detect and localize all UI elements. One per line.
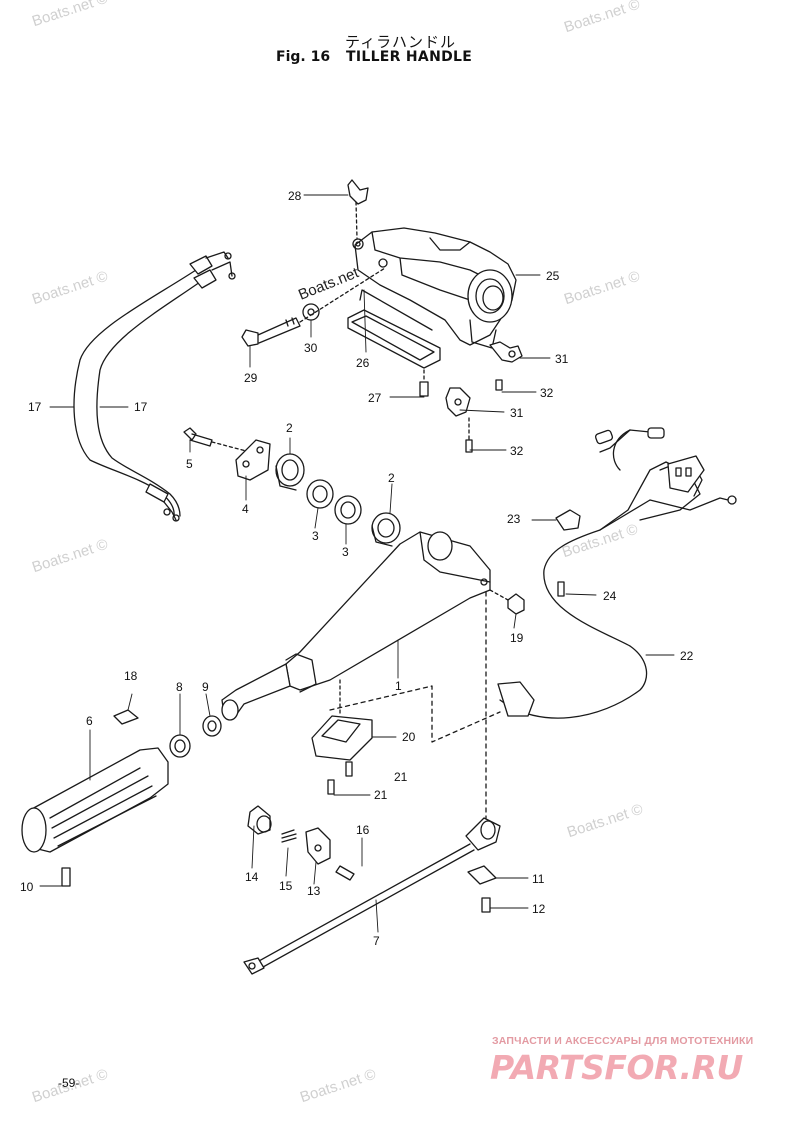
callout-3b: 3 (342, 545, 349, 559)
callout-12: 12 (532, 902, 546, 916)
callout-19: 19 (510, 631, 524, 645)
screw-part-21b (327, 779, 335, 795)
bolt-part-27 (419, 381, 429, 397)
screw-part-21 (345, 761, 353, 777)
callout-13: 13 (307, 884, 321, 898)
holder-part-13 (305, 827, 331, 865)
japanese-title: ティラハンドル (345, 33, 456, 51)
callout-10: 10 (20, 880, 34, 894)
bushing-part-2b (371, 512, 401, 547)
bolt-part-32b (465, 439, 473, 453)
screw-part-10 (61, 867, 71, 887)
washer-part-3 (306, 479, 334, 509)
bracket-part-25 (352, 227, 517, 349)
grommet (378, 258, 388, 268)
tiller-handle-part-1 (221, 531, 491, 721)
stop-cable-part-7 (243, 817, 501, 975)
callout-7: 7 (373, 934, 380, 948)
callout-17: 17 (28, 400, 42, 414)
plate-part-4 (235, 439, 271, 481)
figure-title: TILLER HANDLE (346, 49, 473, 65)
callout-24: 24 (603, 589, 617, 603)
wire-harness-part-22 (497, 427, 737, 719)
callout-32: 32 (540, 386, 554, 400)
throttle-cables-part-17 (73, 251, 236, 522)
callout-15: 15 (279, 879, 293, 893)
callout-3: 3 (312, 529, 319, 543)
callout-32b: 32 (510, 444, 524, 458)
spring-part-15 (281, 829, 297, 843)
callout-31: 31 (555, 352, 569, 366)
callout-9: 9 (202, 680, 209, 694)
collar-part-8 (169, 734, 191, 758)
callout-31b: 31 (510, 406, 524, 420)
bolt-part-32 (495, 379, 503, 391)
figure-number: Fig. 16 (276, 49, 331, 65)
washer-part-3b (334, 495, 362, 525)
screw-part-12 (481, 897, 491, 913)
callout-29: 29 (244, 371, 258, 385)
callout-4: 4 (242, 502, 249, 516)
screw-part-24 (557, 581, 565, 597)
plate-part-26 (347, 289, 441, 369)
callout-5: 5 (186, 457, 193, 471)
callout-26: 26 (356, 356, 370, 370)
brand-logo: PARTSFOR.RU (490, 1048, 743, 1087)
callout-14: 14 (245, 870, 259, 884)
callout-22: 22 (680, 649, 694, 663)
box-part-20 (311, 679, 373, 761)
clip-part-11 (467, 865, 497, 885)
callout-30: 30 (304, 341, 318, 355)
page-number: -59- (58, 1076, 80, 1090)
callout-25: 25 (546, 269, 560, 283)
callout-17b: 17 (134, 400, 148, 414)
callout-20: 20 (402, 730, 416, 744)
callout-6: 6 (86, 714, 93, 728)
clamp-part-31 (489, 341, 523, 363)
callout-27: 27 (368, 391, 382, 405)
knob-part-14 (247, 805, 272, 835)
callout-1: 1 (395, 679, 402, 693)
callout-2: 2 (286, 421, 293, 435)
callout-21: 21 (394, 770, 408, 784)
clamp-part-23 (555, 509, 581, 531)
callout-11: 11 (532, 872, 545, 886)
callout-23: 23 (507, 512, 521, 526)
sticker-part-18 (113, 709, 139, 725)
switch-part-19 (507, 593, 525, 615)
bolt-part-29 (241, 317, 301, 347)
bushing-part-2 (275, 453, 305, 491)
callout-8: 8 (176, 680, 183, 694)
screw-part-16 (335, 865, 355, 881)
callout-28: 28 (288, 189, 302, 203)
callout-18: 18 (124, 669, 138, 683)
nut-part-9 (202, 715, 222, 737)
brand-tagline: ЗАПЧАСТИ И АКСЕССУАРЫ ДЛЯ МОТОТЕХНИКИ (492, 1035, 754, 1047)
callout-16: 16 (356, 823, 370, 837)
clip-part-28 (347, 179, 369, 205)
callout-2b: 2 (388, 471, 395, 485)
clamp-part-31b (445, 387, 471, 417)
grip-part-6 (21, 747, 169, 853)
callout-21b: 21 (374, 788, 388, 802)
bolt-part-5 (183, 427, 213, 447)
